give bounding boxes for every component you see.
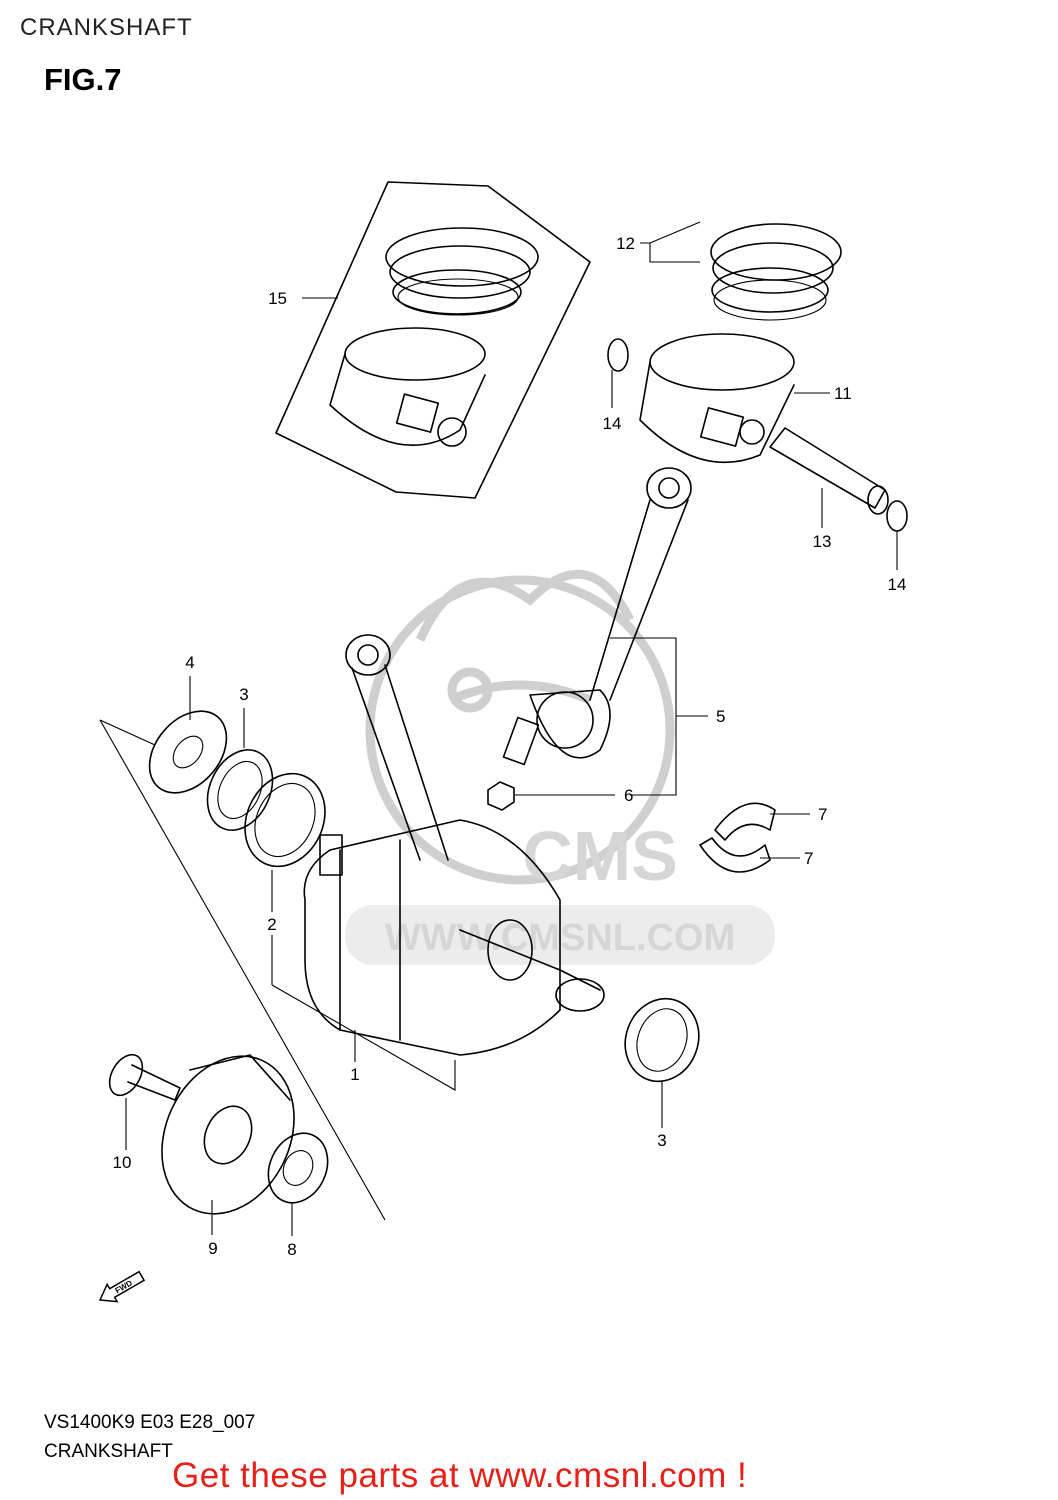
- callout-5: 5: [716, 707, 725, 726]
- part-4-washer: [148, 710, 228, 794]
- promo-link-text[interactable]: Get these parts at www.cmsnl.com !: [172, 1456, 748, 1495]
- callout-7-lower: 7: [804, 849, 813, 868]
- part-5-connecting-rod-front: [502, 467, 692, 766]
- callout-1: 1: [350, 1065, 359, 1084]
- part-9-gear: [161, 1054, 295, 1215]
- part-12-piston-rings: [710, 223, 842, 321]
- part-3-bearing-left: [206, 749, 274, 831]
- part-3-bearing-right: [624, 997, 700, 1083]
- callout-11: 11: [834, 384, 852, 403]
- part-14-circlip-upper: [607, 338, 629, 372]
- part-8-sprocket: [267, 1132, 329, 1204]
- part-15-piston-ring-set-group: [275, 181, 591, 499]
- footer-model-code: VS1400K9 E03 E28_007: [44, 1412, 256, 1433]
- callout-2: 2: [267, 915, 276, 934]
- part-7-bearing-shells: [699, 802, 776, 873]
- callout-7-upper: 7: [818, 805, 827, 824]
- callout-4: 4: [185, 653, 194, 672]
- footer-section-name: CRANKSHAFT: [44, 1441, 173, 1462]
- callout-leader-lines: [125, 221, 898, 1236]
- part-2-thrust-washer: [244, 772, 326, 868]
- part-10-bolt: [108, 1053, 181, 1101]
- watermark-brand-text: CMS: [522, 817, 678, 895]
- callout-15: 15: [268, 289, 287, 308]
- callout-9: 9: [208, 1239, 217, 1258]
- part-1-crankshaft: [303, 819, 605, 1056]
- figure-number: FIG.7: [44, 62, 122, 97]
- callout-3-upper: 3: [239, 685, 248, 704]
- boundary-line-left: [99, 719, 386, 1221]
- callout-10: 10: [113, 1153, 132, 1172]
- part-14-circlip-lower: [886, 500, 908, 532]
- page-header-title: CRANKSHAFT: [20, 14, 193, 41]
- part-13-piston-pin: [769, 427, 889, 515]
- callout-8: 8: [287, 1240, 296, 1259]
- boundary-line-bottom: [271, 984, 456, 1091]
- part-11-piston: [639, 333, 795, 464]
- callout-13: 13: [813, 532, 832, 551]
- boundary-line-top: [99, 719, 156, 746]
- part-5-connecting-rod-rear: [345, 634, 449, 861]
- callout-12: 12: [616, 234, 635, 253]
- callout-14-lower: 14: [888, 575, 907, 594]
- callout-3-lower: 3: [657, 1131, 666, 1150]
- part-6-nut: [487, 781, 515, 811]
- callout-14-upper: 14: [603, 414, 622, 433]
- callout-6: 6: [624, 786, 633, 805]
- forward-arrow-icon: FWD: [98, 1270, 146, 1303]
